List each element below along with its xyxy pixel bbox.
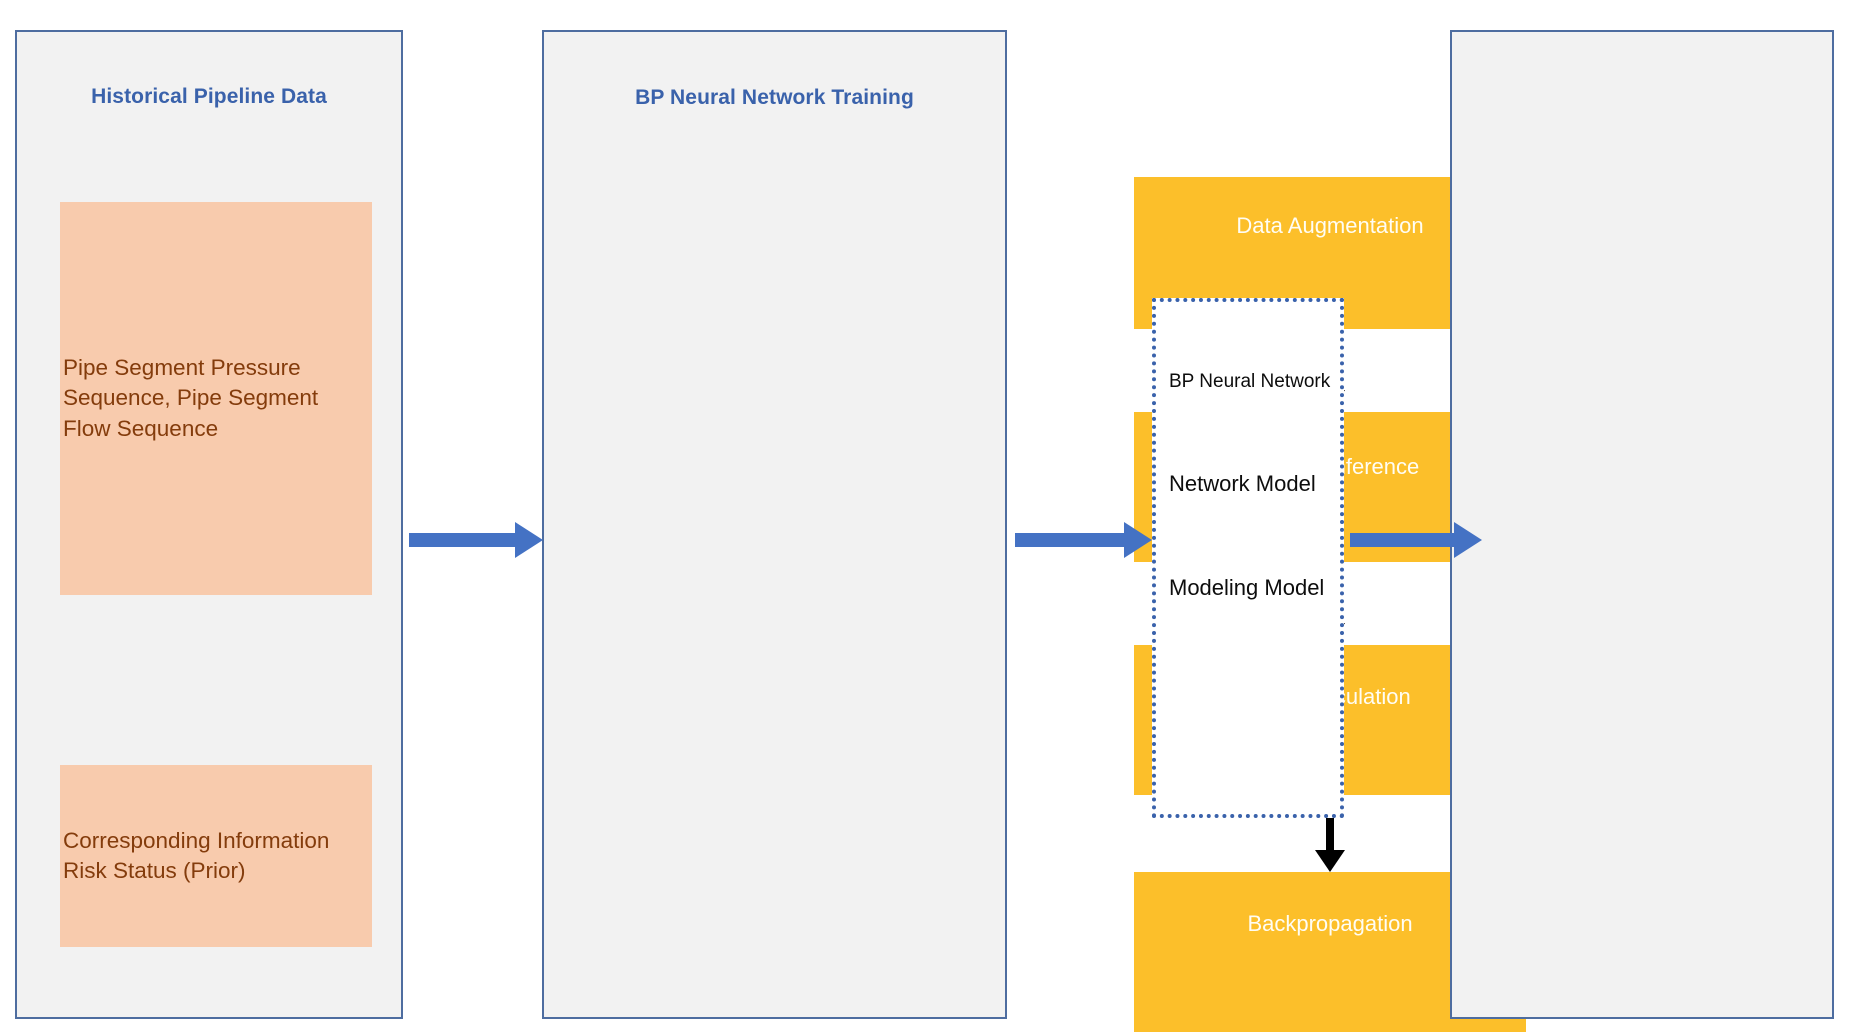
panel-left-title: Historical Pipeline Data <box>91 85 327 108</box>
panel-middle-title: BP Neural Network Training <box>635 86 914 109</box>
box-backpropagation-label: Backpropagation <box>1247 911 1413 936</box>
box-pipe-segment-sequences-label: Pipe Segment Pressure Sequence, Pipe Seg… <box>63 354 319 441</box>
arrow-training-to-model-icon <box>1015 522 1152 558</box>
box-information-risk-status: Corresponding Information Risk Status (P… <box>60 765 372 947</box>
box-trained-model-container: BP Neural Network Network Model Modeling… <box>1152 298 1344 818</box>
arrow-data-to-training-icon <box>409 522 543 558</box>
box-pipe-segment-sequences: Pipe Segment Pressure Sequence, Pipe Seg… <box>60 202 372 595</box>
arrow-model-to-inference-icon <box>1350 522 1482 558</box>
panel-historical-pipeline-data: Historical Pipeline Data Pipe Segment Pr… <box>15 30 403 1019</box>
model-label-bp-neural-network: BP Neural Network <box>1169 371 1331 392</box>
box-information-risk-status-label: Corresponding Information Risk Status (P… <box>63 827 330 883</box>
model-label-modeling-model: Modeling Model <box>1169 575 1325 600</box>
panel-inference-output: Obtain Current Pipeline Pressure and Flo… <box>1450 30 1834 1019</box>
panel-bp-neural-network-training: BP Neural Network Training Data Augmenta… <box>542 30 1526 1032</box>
model-label-network-model: Network Model <box>1169 471 1316 496</box>
box-data-augmentation-label: Data Augmentation <box>1236 213 1424 238</box>
arrow-loss-to-backprop-icon <box>1315 795 1345 872</box>
